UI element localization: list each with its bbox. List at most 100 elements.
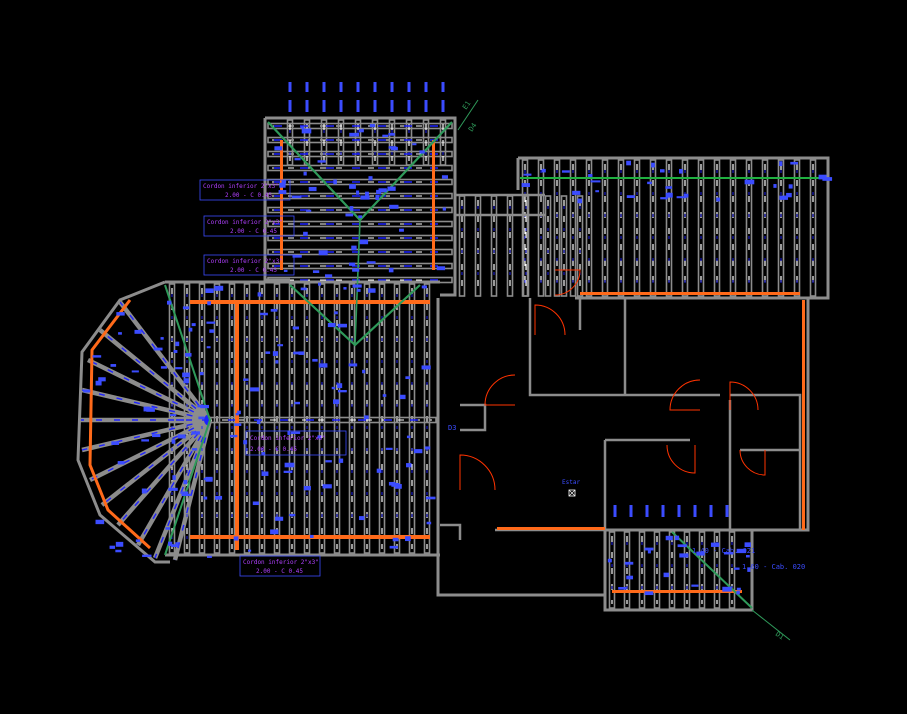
annotation-mark: [183, 378, 189, 384]
tick-label-stack: [441, 100, 445, 112]
annotation-mark: [399, 228, 404, 232]
annotation-mark: [170, 544, 179, 548]
annotation-mark: [117, 461, 125, 465]
beam-member: [802, 300, 805, 530]
wall-segment: [735, 298, 810, 532]
axis-label-1: D1: [774, 630, 786, 641]
tick-label-stack: [661, 505, 665, 517]
annotation-mark: [292, 326, 300, 330]
annotation-mark: [359, 239, 369, 245]
annotation-mark: [382, 394, 387, 397]
rafter-vertical: [228, 283, 236, 554]
annotation-mark: [141, 488, 147, 494]
rafter-vertical: [697, 159, 705, 297]
door-swing: [484, 374, 516, 406]
annotation-mark: [406, 463, 412, 468]
rafter-vertical: [761, 159, 769, 297]
annotation-mark: [595, 190, 600, 193]
rafter-vertical: [333, 283, 341, 554]
rafter-vertical: [303, 283, 311, 554]
annotation-mark: [205, 288, 214, 293]
rafter-vertical: [337, 119, 345, 166]
rafter-vertical: [273, 283, 281, 554]
annotation-mark: [352, 284, 362, 288]
annotation-mark: [312, 270, 320, 274]
annotation-mark: [577, 198, 583, 204]
annotation-mark: [436, 266, 446, 271]
annotation-mark: [651, 162, 655, 168]
annotation-mark: [275, 360, 279, 364]
rafter-vertical: [653, 531, 661, 609]
annotation-mark: [647, 181, 652, 185]
wall-segment: [528, 298, 720, 397]
annotation-mark: [733, 567, 740, 570]
annotation-mark: [676, 196, 687, 199]
annotation-mark: [359, 516, 365, 521]
annotation-mark: [663, 572, 670, 578]
annotation-mark: [283, 269, 288, 272]
rafter-vertical: [649, 159, 657, 297]
octagon-rafter-blue: [117, 419, 211, 526]
annotation-mark: [198, 416, 205, 420]
annotation-mark: [337, 383, 343, 389]
tick-label-stack: [288, 100, 292, 112]
annotation-mark: [716, 197, 720, 202]
annotation-mark: [348, 363, 358, 367]
annotation-mark: [388, 146, 397, 149]
annotation-mark: [175, 542, 179, 547]
annotation-mark: [412, 143, 417, 146]
rafter-vertical: [213, 283, 221, 554]
rafter-horizontal: [267, 248, 453, 256]
octagon-rafter-blue: [81, 389, 211, 421]
annotation-mark: [327, 322, 336, 328]
annotation-mark: [256, 420, 261, 425]
annotation-mark: [375, 194, 380, 200]
annotation-mark: [118, 332, 122, 335]
ridge-line-north: [354, 219, 361, 346]
annotation-mark: [822, 177, 833, 181]
tick-label-stack: [407, 100, 411, 112]
rafter-vertical: [553, 159, 561, 297]
annotation-mark: [343, 287, 347, 290]
annotation-mark: [696, 551, 705, 556]
annotation-mark: [160, 337, 164, 340]
annotation-mark: [206, 346, 211, 349]
annotation-mark: [324, 274, 333, 278]
annotation-mark: [237, 410, 241, 415]
annotation-mark: [665, 192, 673, 198]
annotation-mark: [659, 169, 665, 173]
annotation-mark: [166, 300, 172, 305]
annotation-mark: [679, 553, 689, 558]
annotation-mark: [349, 206, 354, 211]
rafter-vertical: [729, 159, 737, 297]
annotation-mark: [541, 168, 546, 173]
rafter-vertical: [793, 159, 801, 297]
rafter-vertical: [354, 119, 362, 166]
annotation-mark: [426, 521, 432, 525]
tick-label-stack: [339, 100, 343, 112]
annotation-mark: [369, 124, 376, 128]
annotation-mark: [292, 254, 302, 258]
annotation-mark: [109, 545, 116, 549]
annotation-mark: [293, 351, 302, 355]
rafter-vertical: [258, 283, 266, 554]
annotation-mark: [677, 544, 687, 548]
rafter-vertical: [439, 119, 447, 166]
annotation-mark: [110, 364, 117, 367]
rafter-vertical: [713, 159, 721, 297]
annotation-mark: [234, 423, 242, 426]
beam-label-d-line2: 2.00 - C 0.45: [250, 446, 297, 453]
rafter-vertical: [569, 159, 577, 297]
annotation-mark: [349, 184, 356, 189]
rafter-vertical: [698, 531, 706, 609]
rafter-vertical: [423, 283, 431, 554]
annotation-mark: [572, 190, 581, 195]
annotation-mark: [368, 176, 373, 181]
tick-label-stack: [390, 82, 394, 92]
rafter-vertical: [576, 195, 584, 297]
annotation-mark: [333, 399, 340, 404]
annotation-mark: [278, 190, 287, 195]
annotation-mark: [710, 542, 720, 547]
octagon-beam: [88, 299, 152, 550]
rafter-horizontal: [267, 206, 453, 214]
